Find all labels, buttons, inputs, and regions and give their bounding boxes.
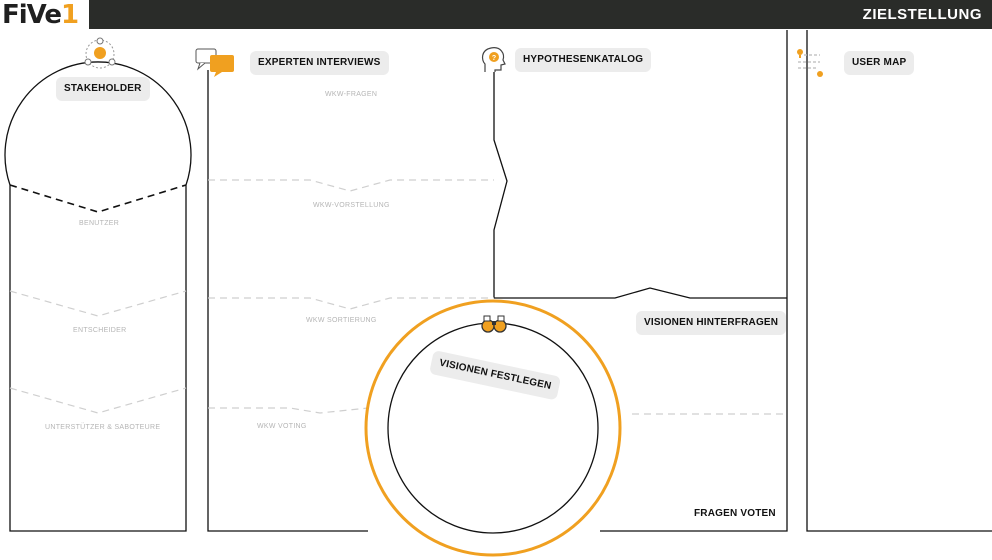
visionen-hinterfragen-label: VISIONEN HINTERFRAGEN [636,311,787,335]
stakeholder-divider-2 [9,290,187,317]
svg-text:?: ? [492,55,496,62]
head-question-icon: ? [481,47,506,72]
page-title: ZIELSTELLUNG [862,6,982,23]
stakeholder-outline [4,61,192,532]
interview-row-fragen: WKW-FRAGEN [325,91,378,98]
logo-text: FiVe [2,0,62,30]
hypothesen-divider [493,70,508,298]
middle-box-outline [207,70,368,532]
hypothesenkatalog-label: HYPOTHESENKATALOG [515,48,652,72]
header-bar: ZIELSTELLUNG [89,0,992,29]
logo-accent: 1 [61,0,79,30]
usermap-outline [806,30,992,532]
interview-row-sortierung: WKW SORTIERUNG [306,317,377,324]
interview-row-vorstellung: WKW-VORSTELLUNG [313,202,390,209]
fragen-voten-label: FRAGEN VOTEN [694,508,776,519]
stakeholder-divider-3 [9,387,187,414]
interview-divider-3 [208,407,369,414]
stakeholder-divider-1 [9,184,187,213]
logo: FiVe1 [2,0,79,30]
binoculars-icon [481,315,507,333]
map-pin-route-icon [797,49,823,77]
stakeholder-row-unterstuetzer: UNTERSTÜTZER & SABOTEURE [45,424,161,431]
stakeholder-label: STAKEHOLDER [56,77,150,101]
stakeholder-row-entscheider: ENTSCHEIDER [73,327,127,334]
speech-bubbles-icon [195,48,234,77]
interview-row-voting: WKW VOTING [257,423,307,430]
user-map-label: USER MAP [844,51,915,75]
middle-box-right [600,30,788,532]
stakeholder-network-icon [84,37,116,69]
experten-interviews-label: EXPERTEN INTERVIEWS [250,51,389,75]
interview-divider-2 [208,297,494,310]
stakeholder-row-benutzer: BENUTZER [79,220,120,227]
hinterfragen-top [494,287,787,299]
vision-circle-inner [387,322,599,534]
interview-divider-1 [208,179,494,192]
